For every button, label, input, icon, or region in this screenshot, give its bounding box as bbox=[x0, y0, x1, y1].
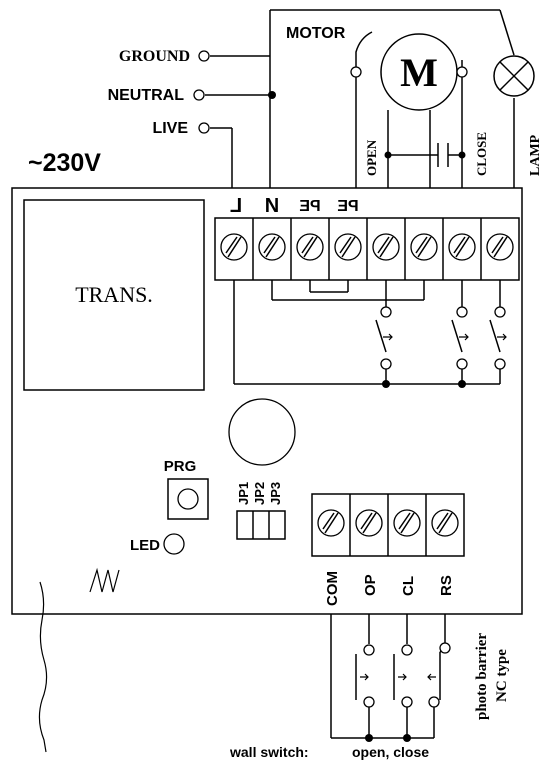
ground-terminal bbox=[198, 50, 210, 62]
motor-open-label: OPEN bbox=[364, 139, 379, 176]
photo-barrier-label: photo barrier bbox=[474, 633, 490, 720]
motor-symbol-text: M bbox=[400, 50, 438, 95]
wall-switch-functions-label: open, close bbox=[352, 744, 429, 760]
neutral-label: NEUTRAL bbox=[108, 87, 185, 104]
transformer-block bbox=[23, 199, 205, 391]
jumper-block[interactable] bbox=[236, 510, 286, 540]
lamp-symbol bbox=[493, 55, 535, 97]
terminal-label-pe-2: PE bbox=[337, 198, 359, 215]
terminal-label-com: COM bbox=[324, 571, 341, 606]
antenna-coil bbox=[89, 567, 120, 593]
terminal-label-l: L bbox=[230, 195, 242, 217]
terminal-label-rs: RS bbox=[438, 575, 455, 596]
transformer-label: TRANS. bbox=[75, 282, 153, 307]
motor-lamp-wiring bbox=[269, 9, 515, 188]
terminal-label-cl: CL bbox=[400, 576, 417, 596]
prg-button-cap[interactable] bbox=[177, 488, 199, 510]
supply-wires bbox=[205, 55, 276, 188]
terminal-label-op: OP bbox=[362, 574, 379, 596]
motor-close-terminal bbox=[456, 66, 468, 78]
jumper-label-jp2: JP2 bbox=[252, 482, 267, 505]
top-terminal-screws bbox=[220, 233, 514, 261]
voltage-label: ~230V bbox=[28, 149, 101, 177]
motor-open-terminal bbox=[350, 66, 362, 78]
terminal-label-n: N bbox=[265, 195, 279, 217]
bottom-terminal-screws bbox=[317, 509, 459, 537]
buzzer bbox=[228, 398, 296, 466]
live-terminal bbox=[198, 122, 210, 134]
prg-label: PRG bbox=[164, 458, 197, 475]
led-indicator bbox=[163, 533, 185, 555]
live-label: LIVE bbox=[152, 120, 188, 137]
nc-type-label: NC type bbox=[494, 649, 510, 702]
jumper-label-jp1: JP1 bbox=[236, 482, 251, 505]
wall-switch-label: wall switch: bbox=[229, 744, 309, 760]
ground-label: GROUND bbox=[119, 48, 190, 65]
motor-close-label: CLOSE bbox=[474, 132, 489, 176]
terminal-label-pe-1: PE bbox=[299, 198, 321, 215]
neutral-terminal bbox=[193, 89, 205, 101]
neutral-junction-dot bbox=[268, 91, 276, 99]
led-label: LED bbox=[130, 537, 160, 554]
lamp-label: LAMP bbox=[528, 134, 543, 176]
external-switch-wiring bbox=[330, 614, 446, 742]
antenna-wire bbox=[38, 581, 48, 753]
motor-title: MOTOR bbox=[286, 25, 346, 42]
jumper-label-jp3: JP3 bbox=[268, 482, 283, 505]
